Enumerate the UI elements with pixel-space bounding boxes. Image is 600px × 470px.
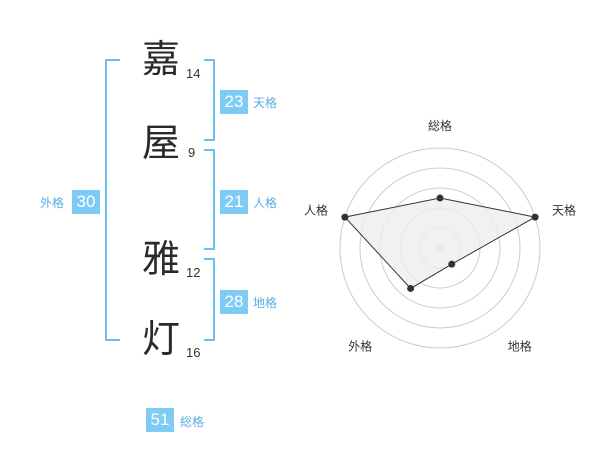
radar-point-外格 [407, 284, 415, 292]
gaikaku-bracket [105, 59, 120, 341]
radar-series [343, 197, 537, 290]
radar-axis-label: 地格 [508, 339, 532, 354]
radar-point-天格 [531, 213, 539, 221]
gaikaku-label: 外格 [40, 196, 65, 210]
soukaku-badge: 51 [146, 408, 174, 432]
radar-ring [359, 167, 521, 329]
jinkaku-label: 人格 [253, 196, 278, 210]
stroke-count-4: 16 [186, 345, 201, 360]
radar-axis-label: 天格 [552, 202, 576, 217]
tenkaku-bracket [204, 59, 215, 141]
gaikaku-badge: 30 [72, 190, 100, 214]
radar-point-人格 [341, 213, 349, 221]
radar-ring [339, 147, 541, 349]
radar-point-総格 [436, 194, 444, 202]
name-char-3: 雅 [142, 237, 181, 281]
chikaku-bracket [204, 258, 215, 341]
name-char-4: 灯 [142, 317, 181, 361]
radar-axis-label: 総格 [428, 118, 452, 133]
stroke-count-2: 9 [188, 145, 196, 160]
radar-point-地格 [448, 260, 456, 268]
name-char-1: 嘉 [142, 37, 181, 81]
jinkaku-bracket [204, 149, 215, 250]
radar-axis-label: 外格 [348, 339, 372, 354]
stroke-count-3: 12 [186, 265, 201, 280]
jinkaku-badge: 21 [220, 190, 248, 214]
tenkaku-badge: 23 [220, 90, 248, 114]
tenkaku-label: 天格 [253, 96, 278, 110]
soukaku-label: 総格 [180, 415, 205, 429]
stroke-count-1: 14 [186, 66, 201, 81]
chikaku-badge: 28 [220, 290, 248, 314]
radar-axis-label: 人格 [304, 202, 328, 217]
name-char-2: 屋 [142, 121, 181, 165]
chikaku-label: 地格 [253, 296, 278, 310]
